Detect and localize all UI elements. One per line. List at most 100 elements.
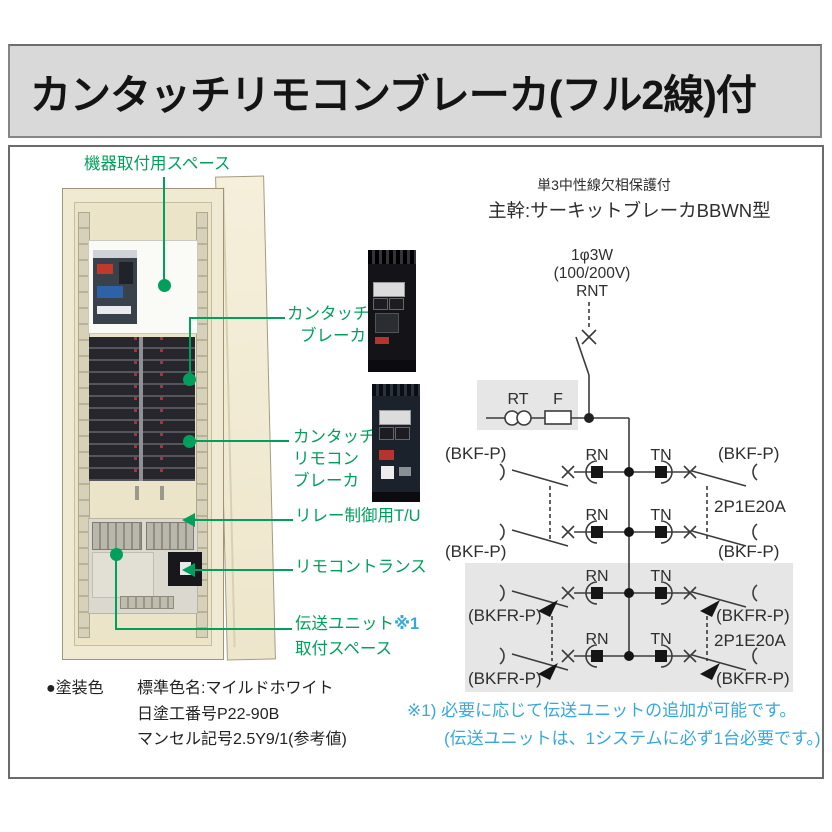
paint-standard-color: 標準色名:マイルドホワイト: [137, 680, 334, 697]
bullet-icon: ●: [46, 680, 56, 697]
callout-line: [194, 569, 293, 571]
footnote-ref: ※1: [394, 615, 420, 633]
bus-dot: [624, 588, 634, 598]
bus-dot: [624, 527, 634, 537]
bkf-label: (BKF-P): [718, 444, 779, 463]
supply-phase-label: 1φ3W: [571, 247, 613, 264]
rn-coil: [591, 587, 603, 599]
supply-voltage-label: (100/200V): [554, 265, 631, 282]
coil-arcs: [585, 644, 673, 668]
rn-coil: [591, 650, 603, 662]
diagram-protection-note: 単3中性線欠相保護付: [537, 177, 671, 193]
tn-coil: [655, 587, 667, 599]
callout-arrow-icon: [182, 563, 195, 577]
remote-arrow-icon: [538, 600, 558, 617]
callout-line: [163, 177, 165, 281]
remote-arrow-icon: [700, 600, 720, 617]
callout-relay-control: リレー制御用T/U: [295, 507, 421, 525]
callout-text: リモコン: [293, 450, 359, 468]
breaker-detail: [395, 427, 410, 440]
bkf-label: (BKF-P): [445, 444, 506, 463]
breaker-fins: [368, 250, 416, 264]
callout-dot: [158, 279, 171, 292]
supply-type-label: RNT: [576, 283, 608, 300]
paint-color-heading: ●塗装色: [46, 676, 104, 702]
coil-arcs: [585, 520, 673, 544]
callout-line: [115, 554, 117, 630]
callout-remote-breaker: カンタッチ リモコン ブレーカ: [293, 426, 376, 492]
callout-text: 伝送ユニット: [295, 615, 394, 633]
breaker-rating-label: [379, 410, 411, 425]
paint-jpma-number: 日塗工番号P22-90B: [137, 705, 280, 723]
bkfr-label: (BKFR-P): [716, 669, 790, 688]
terminal-strip: [120, 596, 174, 609]
callout-line: [194, 519, 293, 521]
footnote-line2: (伝送ユニットは、1システムに必ず1台必要です。): [444, 729, 821, 748]
page-title: カンタッチリモコンブレーカ(フル2線)付: [30, 72, 757, 118]
breaker-fins: [372, 384, 420, 396]
link-dashed-lines: [549, 486, 708, 541]
callout-equipment-space: 機器取付用スペース: [84, 155, 231, 173]
breaker-red-button: [379, 450, 394, 460]
paint-label: 塗装色: [55, 680, 104, 697]
footnote-line1: ※1) 必要に応じて伝送ユニットの追加が可能です。: [407, 701, 797, 720]
junction-dot: [584, 413, 594, 423]
rn-label: RN: [585, 631, 608, 648]
remote-arrow-icon: [700, 663, 720, 680]
paint-munsell-code: マンセル記号2.5Y9/1(参考値): [137, 731, 347, 748]
main-breaker-blue-detail: [97, 286, 123, 298]
main-breaker-red-detail: [97, 264, 113, 274]
remote-arrow-icon: [538, 663, 558, 680]
breaker-detail: [379, 427, 394, 440]
diagram-main-breaker-title: 主幹:サーキットブレーカBBWN型: [488, 200, 771, 221]
branch-breaker-center-rail: [139, 337, 143, 481]
breaker-rating-label: [373, 282, 405, 297]
tn-label: TN: [650, 631, 671, 648]
title-bar: カンタッチリモコンブレーカ(フル2線)付: [8, 44, 822, 138]
bkfr-label: (BKFR-P): [716, 606, 790, 625]
transformer-symbol: [516, 410, 532, 426]
breaker-white-button: [381, 466, 394, 479]
main-breaker-unit: [93, 250, 137, 324]
main-breaker-handle: [119, 262, 133, 284]
remote-breaker-photo: [372, 384, 420, 502]
bkf-label: (BKF-P): [445, 542, 506, 561]
branch-labels: (BKF-P) (BKF-P) (BKF-P) (BKF-P) (BKFR-P)…: [445, 444, 790, 688]
rn-label: RN: [585, 568, 608, 585]
rt-label: RT: [507, 391, 528, 408]
callout-text: ブレーカ: [300, 327, 366, 345]
callout-kantouch-breaker: カンタッチ ブレーカ: [287, 303, 370, 347]
fuse-symbol: [544, 410, 572, 425]
f-label: F: [553, 391, 563, 408]
callout-arrow-icon: [182, 513, 195, 527]
link-dashed-lines: [551, 616, 708, 661]
main-breaker-terminal: [97, 306, 131, 314]
callout-text: カンタッチ: [287, 305, 370, 323]
callout-remote-transformer: リモコントランス: [295, 558, 427, 576]
main-breaker-label: [93, 250, 137, 258]
breaker-base: [372, 492, 420, 502]
breaker-indicators-right: [160, 337, 163, 481]
callout-transmission-unit: 伝送ユニット※1 取付スペース: [295, 612, 419, 662]
tn-label: TN: [650, 568, 671, 585]
tn-label: TN: [650, 447, 671, 464]
tn-coil: [655, 526, 667, 538]
breaker-x-icon: [581, 329, 597, 345]
paint-color-details: 標準色名:マイルドホワイト 日塗工番号P22-90B マンセル記号2.5Y9/1…: [137, 676, 347, 753]
callout-text: 伝送ユニット※1: [295, 612, 419, 637]
rt-f-symbols: [504, 410, 572, 426]
bus-dot: [624, 467, 634, 477]
wire-post: [160, 486, 164, 500]
bus-dot: [624, 651, 634, 661]
breaker-tag: [399, 467, 411, 476]
branch-rating-label: 2P1E20A: [714, 497, 786, 516]
content-frame: [8, 145, 824, 779]
callout-text: ブレーカ: [293, 472, 359, 490]
callout-line: [115, 628, 292, 630]
breaker-indicators-left: [134, 337, 137, 481]
breaker-detail: [373, 298, 388, 310]
callout-dot: [183, 373, 196, 386]
tn-label: TN: [650, 507, 671, 524]
